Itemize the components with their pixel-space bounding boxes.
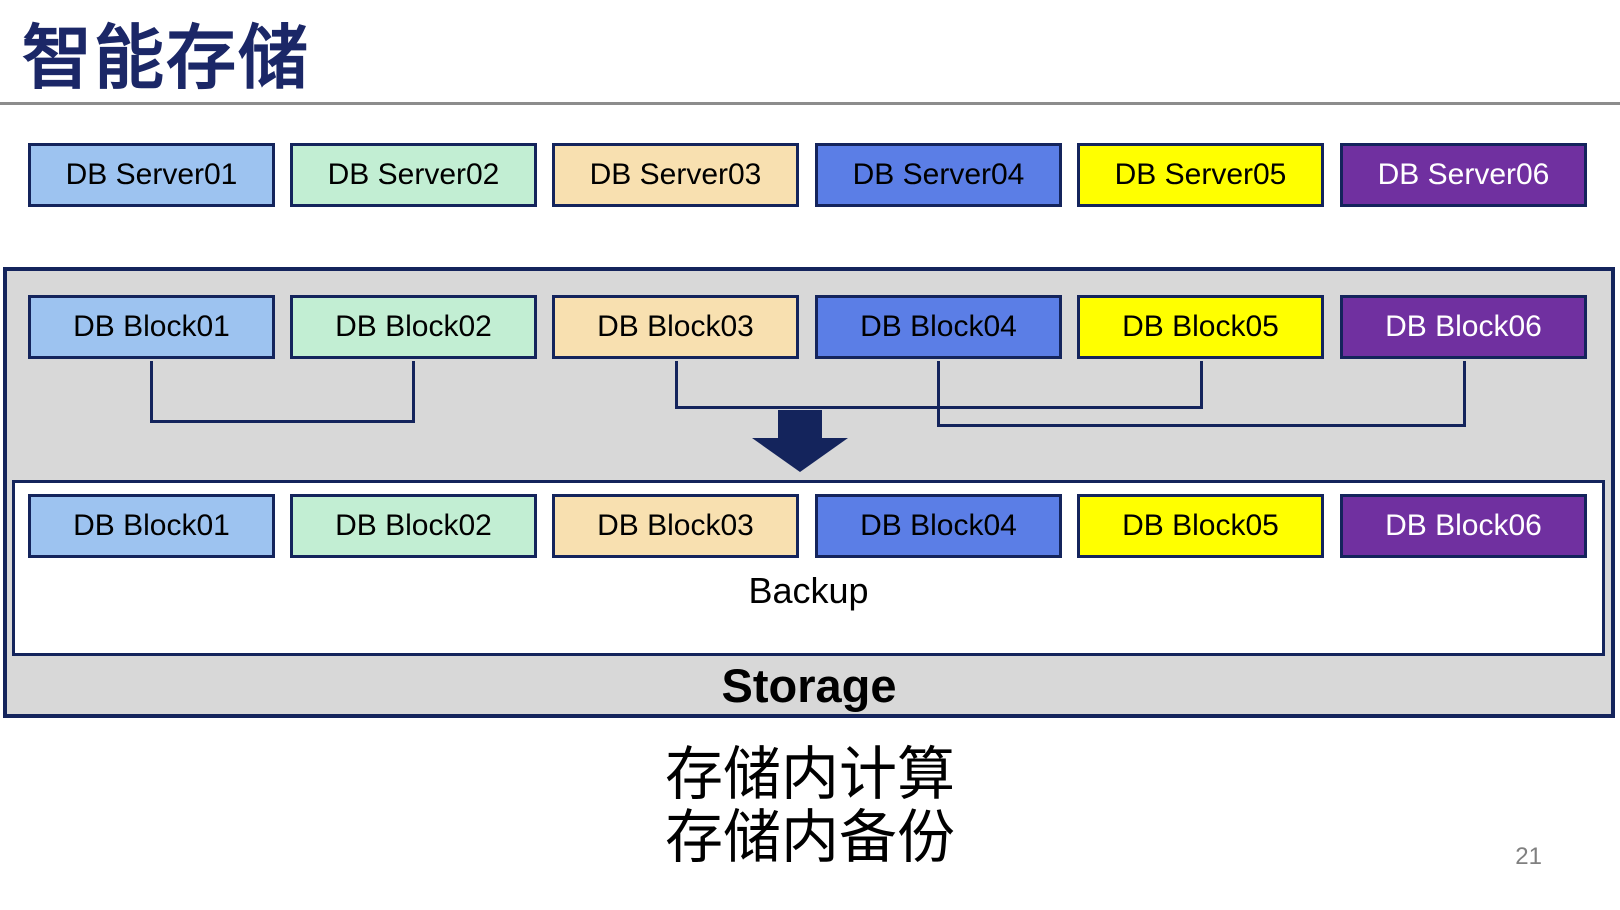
db-block-row-top-box-6: DB Block06	[1340, 295, 1587, 359]
title-divider	[0, 102, 1620, 105]
connector-block06-vertical	[1463, 361, 1466, 427]
backup-box	[12, 480, 1605, 656]
db-block-row-top-box-2: DB Block02	[290, 295, 537, 359]
caption-line-1: 存储内计算	[664, 742, 955, 807]
connector-block01-vertical	[150, 361, 153, 423]
connector-block03-vertical	[675, 361, 678, 409]
db-block-row-bottom-box-3: DB Block03	[552, 494, 799, 558]
down-arrow-icon	[778, 410, 822, 438]
storage-label: Storage	[721, 659, 897, 712]
db-block-row-bottom-box-6: DB Block06	[1340, 494, 1587, 558]
db-block-row-bottom-box-1: DB Block01	[28, 494, 275, 558]
db-block-row-top-box-5: DB Block05	[1077, 295, 1324, 359]
db-block-row-bottom-box-4: DB Block04	[815, 494, 1062, 558]
down-arrow-head-icon	[752, 438, 848, 472]
db-server-row-box-5: DB Server05	[1077, 143, 1324, 207]
connector-block02-vertical	[412, 361, 415, 423]
db-server-row-box-3: DB Server03	[552, 143, 799, 207]
db-server-row-box-6: DB Server06	[1340, 143, 1587, 207]
db-block-row-bottom-box-5: DB Block05	[1077, 494, 1324, 558]
db-block-row-top-box-1: DB Block01	[28, 295, 275, 359]
db-block-row-top-box-4: DB Block04	[815, 295, 1062, 359]
caption-line-2: 存储内备份	[664, 804, 955, 870]
caption: 存储内计算 存储内备份	[0, 742, 1620, 870]
db-server-row-box-1: DB Server01	[28, 143, 275, 207]
db-server-row-box-2: DB Server02	[290, 143, 537, 207]
backup-label: Backup	[748, 570, 869, 611]
db-server-row-box-4: DB Server04	[815, 143, 1062, 207]
db-block-row-bottom-box-2: DB Block02	[290, 494, 537, 558]
db-block-row-top-box-3: DB Block03	[552, 295, 799, 359]
slide-title: 智能存储	[22, 19, 310, 97]
page-number: 21	[1515, 843, 1542, 870]
connector-block04-block06-horizontal	[937, 424, 1466, 427]
connector-block01-block02-horizontal	[150, 420, 415, 423]
connector-block05-vertical	[1200, 361, 1203, 409]
connector-block04-vertical	[937, 361, 940, 427]
